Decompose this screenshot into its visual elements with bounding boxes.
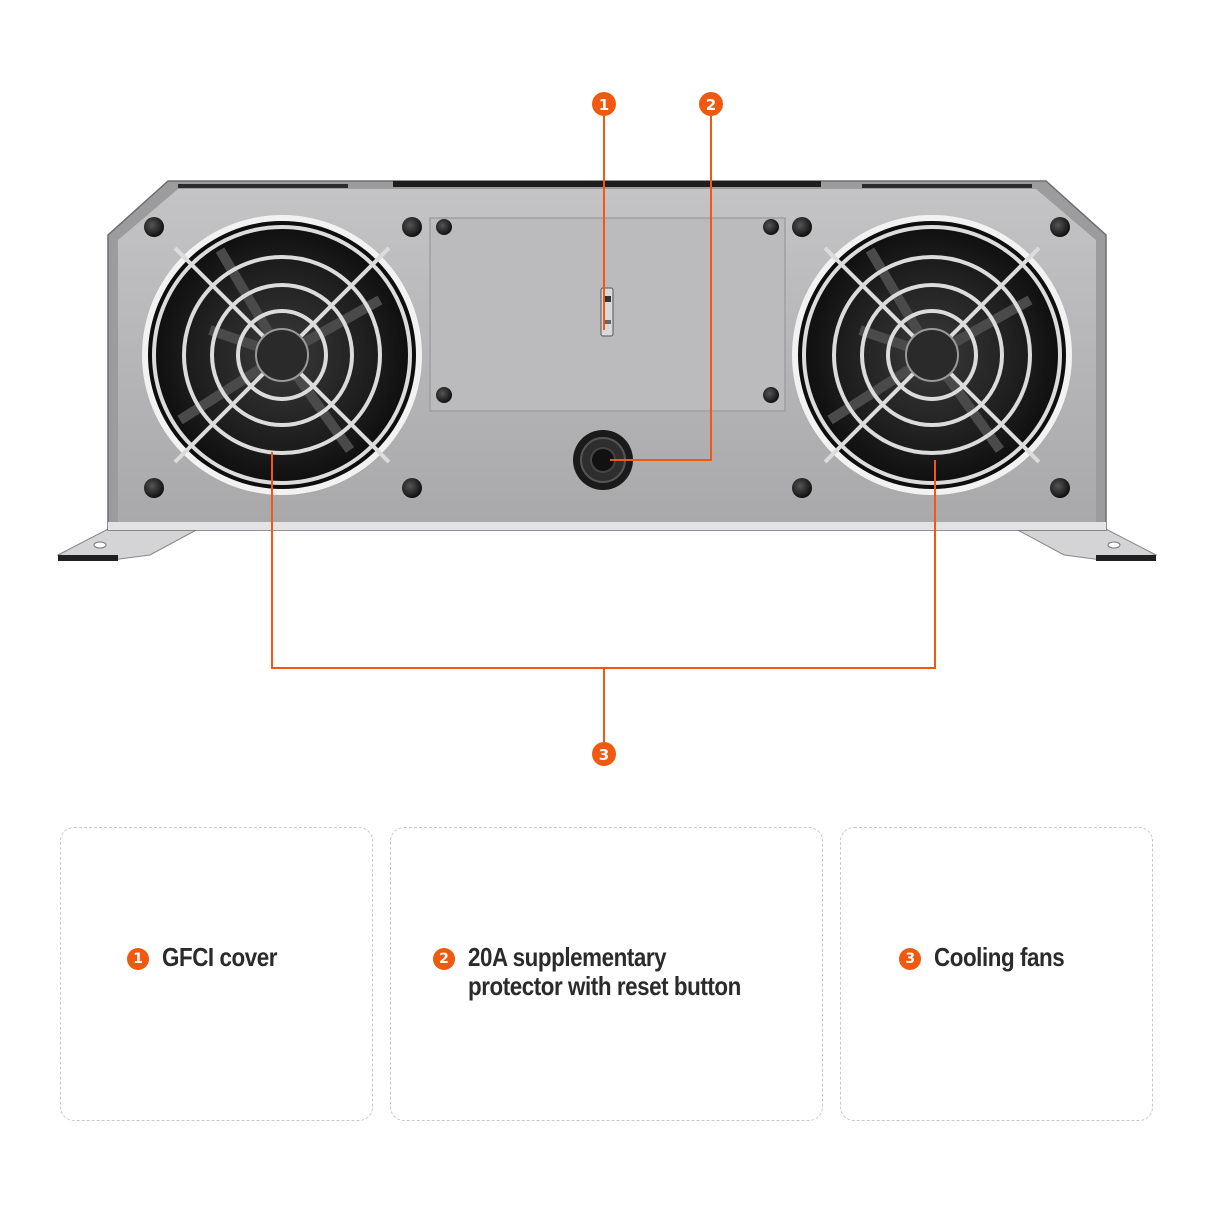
legend-label-cooling-fans: Cooling fans [934, 942, 1065, 972]
leader-lines [271, 116, 936, 742]
figure-badge-2: 2 [699, 92, 723, 116]
left-cooling-fan [142, 215, 422, 495]
legend-label-reset-protector: 20A supplementary protector with reset b… [468, 942, 741, 1001]
leader-line-2 [610, 116, 712, 461]
svg-text:2: 2 [706, 96, 716, 114]
legend-card-1: 1 GFCI cover [60, 827, 373, 1121]
legend-badge-1: 1 [127, 948, 150, 970]
right-cooling-fan [792, 215, 1072, 495]
screws [144, 217, 1070, 498]
svg-text:1: 1 [599, 96, 609, 114]
right-mounting-foot [1013, 527, 1158, 561]
legend-card-2: 2 20A supplementary protector with reset… [390, 827, 823, 1121]
legend-badge-3: 3 [899, 948, 922, 970]
inverter-diagram: 1 2 3 [56, 92, 1158, 766]
legend-badge-2: 2 [433, 948, 455, 970]
svg-text:3: 3 [599, 746, 609, 764]
left-mounting-foot [56, 527, 201, 561]
figure-badge-3: 3 [592, 742, 616, 766]
figure-badge-1: 1 [592, 92, 616, 116]
legend-label-gfci-cover: GFCI cover [162, 942, 278, 972]
gfci-cover [429, 217, 786, 412]
legend-card-3: 3 Cooling fans [840, 827, 1153, 1121]
reset-button [573, 430, 633, 490]
